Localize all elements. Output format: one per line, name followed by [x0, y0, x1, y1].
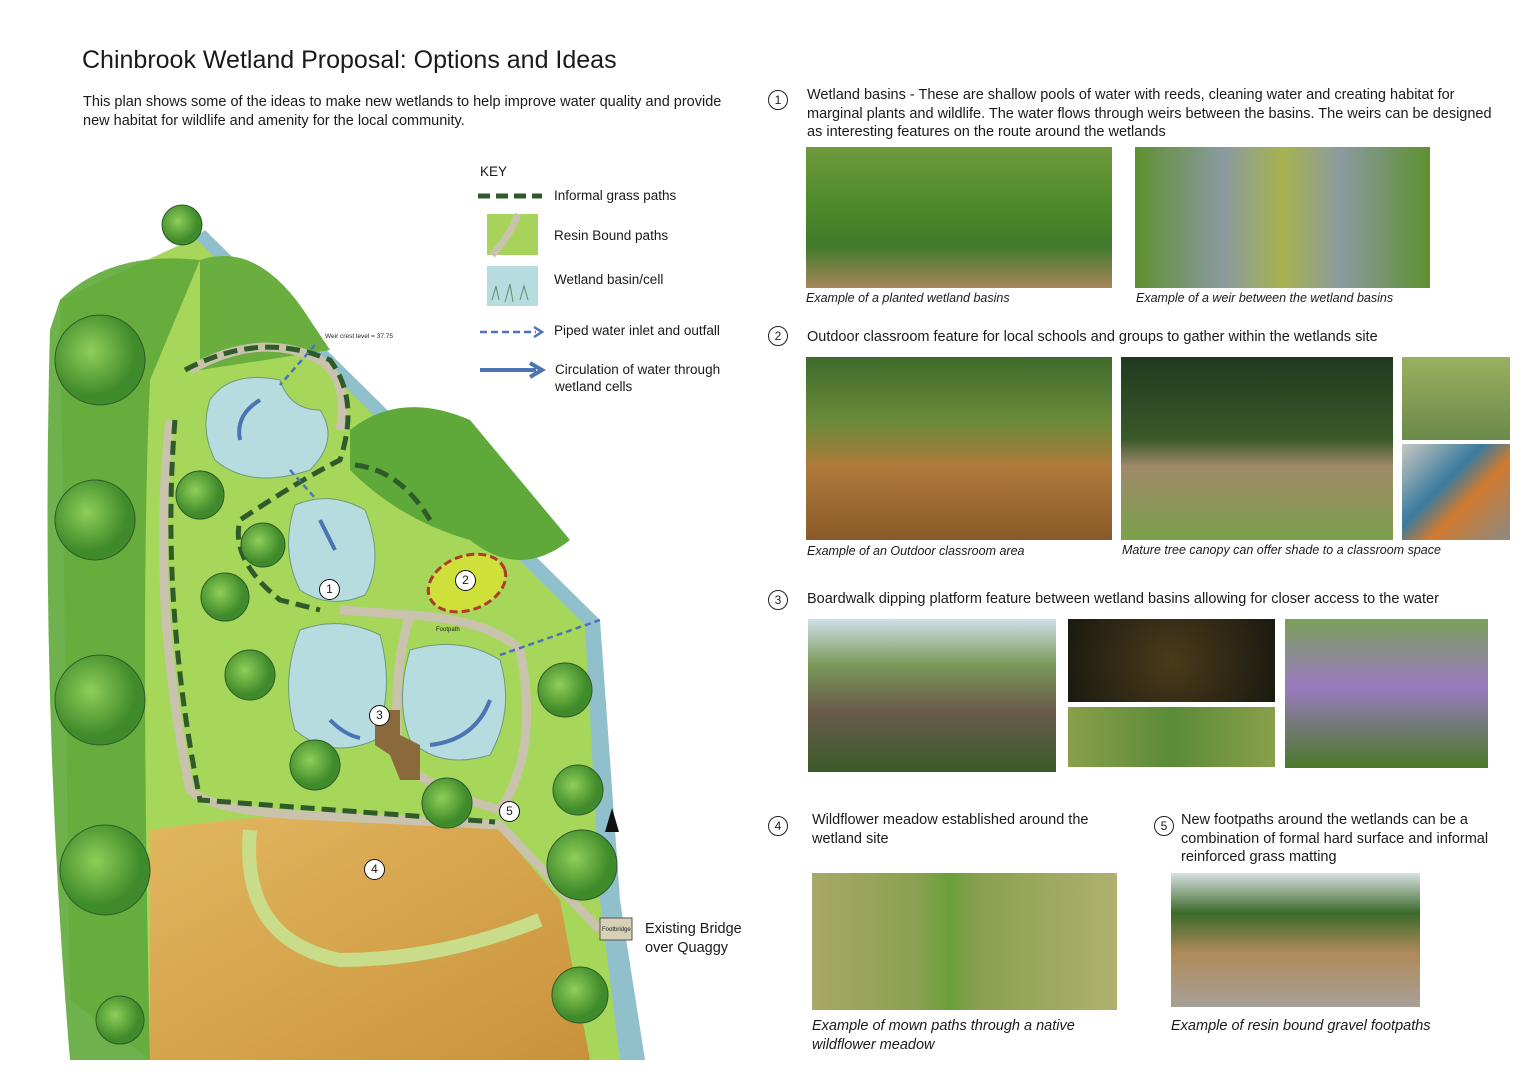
key-item-wetland: Wetland basin/cell: [554, 272, 664, 287]
photo-resin-footpath: [1171, 873, 1420, 1007]
grass-path-east: [354, 462, 433, 522]
piped-water-arrows: [279, 344, 601, 657]
key-item-grass-paths: Informal grass paths: [554, 188, 677, 203]
resin-footpath: [158, 342, 604, 934]
water-flow-arrows: [237, 398, 492, 747]
section-2-number: 2: [768, 326, 788, 346]
existing-bridge-label: Existing Bridge over Quaggy: [645, 921, 742, 956]
meadow-mown-path: [242, 829, 543, 968]
key-item-circulation: Circulation of water through wetland cel…: [555, 362, 721, 394]
section-5-text: New footpaths around the wetlands can be…: [1181, 812, 1489, 866]
piped-inlet-key-icon: [480, 325, 545, 339]
photo-tree-canopy-classroom: [1121, 357, 1393, 540]
section-3-number: 3: [768, 590, 788, 610]
key-swatches: [478, 193, 546, 379]
trees: [54, 204, 618, 1045]
photo-planted-wetland-basin: [806, 147, 1112, 288]
map-marker-5: 5: [499, 801, 520, 822]
key-item-piped: Piped water inlet and outfall: [554, 323, 720, 338]
tree-belt-north: [200, 256, 330, 370]
photo-group-birdwatching: [1402, 357, 1510, 440]
weir-level-label: Weir crest level = 37.75: [325, 333, 393, 340]
wetland-basins: [205, 377, 507, 761]
photo-wildflower-meadow: [812, 873, 1117, 1010]
page-title: Chinbrook Wetland Proposal: Options and …: [82, 46, 617, 74]
map-marker-2: 2: [455, 570, 476, 591]
boardwalk: [375, 710, 420, 780]
map-marker-4: 4: [364, 859, 385, 880]
north-arrow-icon: [605, 808, 619, 832]
meadow: [150, 815, 590, 1060]
caption-planted-wetland: Example of a planted wetland basins: [806, 291, 1010, 305]
section-2-text: Outdoor classroom feature for local scho…: [807, 329, 1378, 345]
map-marker-1: 1: [319, 579, 340, 600]
tree-belt-east: [350, 407, 570, 560]
photo-damselfly: [1068, 707, 1275, 767]
caption-tree-canopy: Mature tree canopy can offer shade to a …: [1122, 543, 1441, 557]
intro-text: This plan shows some of the ideas to mak…: [83, 94, 722, 129]
caption-weir: Example of a weir between the wetland ba…: [1136, 291, 1394, 305]
footpath-label: Footpath: [436, 627, 460, 633]
photo-weir-between-basins: [1135, 147, 1430, 288]
resin-path-key-icon: [487, 212, 538, 258]
key-heading: KEY: [480, 164, 508, 179]
photo-frogs: [1068, 619, 1275, 702]
map-marker-3: 3: [369, 705, 390, 726]
photo-purple-loosestrife: [1285, 619, 1488, 768]
wetland-key-icon: [487, 266, 538, 306]
key-item-resin-paths: Resin Bound paths: [554, 228, 669, 243]
caption-resin-footpath: Example of resin bound gravel footpaths: [1171, 1018, 1431, 1034]
footbridge-label: Footbridge: [602, 927, 631, 933]
grass-path: [168, 344, 496, 825]
section-4-text: Wildflower meadow established around the…: [812, 812, 1089, 847]
site-plan-map: [47, 204, 645, 1060]
caption-outdoor-classroom: Example of an Outdoor classroom area: [807, 544, 1025, 558]
section-4-number: 4: [768, 816, 788, 836]
section-5-number: 5: [1154, 816, 1174, 836]
photo-outdoor-classroom: [806, 357, 1112, 540]
section-1-number: 1: [768, 90, 788, 110]
caption-wildflower-meadow: Example of mown paths through a native w…: [812, 1018, 1075, 1053]
circulation-key-icon: [480, 361, 546, 379]
section-3-text: Boardwalk dipping platform feature betwe…: [807, 591, 1439, 607]
footbridge: [599, 917, 633, 941]
section-1-text: Wetland basins - These are shallow pools…: [807, 87, 1492, 141]
photo-boardwalk-dipping: [808, 619, 1056, 772]
photo-kingfisher: [1402, 444, 1510, 540]
